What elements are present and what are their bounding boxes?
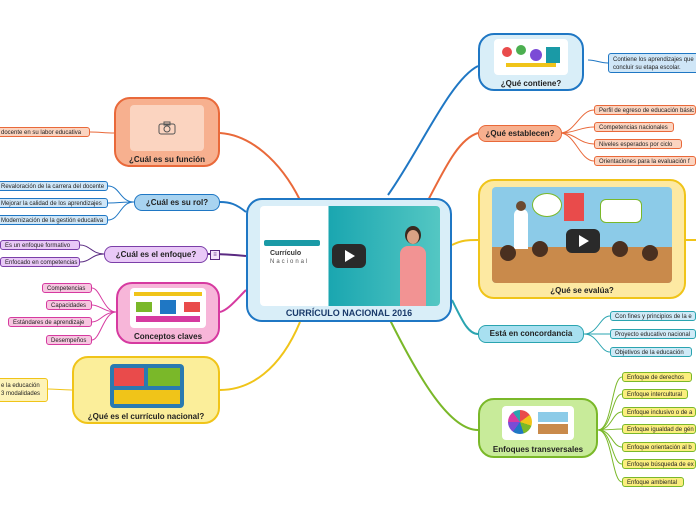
node-evalua[interactable]: ¿Qué se evalúa? — [478, 179, 686, 299]
que-es-image — [110, 364, 184, 408]
enfoque-item[interactable]: Enfoque igualdad de gén — [622, 424, 696, 434]
branch-contiene — [387, 65, 479, 196]
central-node[interactable]: Currículo Nacional CURRÍCULO NACIONAL 20… — [246, 198, 452, 322]
concordancia-item[interactable]: Con fines y principios de la e — [610, 311, 696, 321]
enfoque-item[interactable]: Enfoque intercultural — [622, 389, 688, 399]
branch-que-es — [219, 321, 301, 391]
concepto-item[interactable]: Competencias — [42, 283, 92, 293]
node-concordancia[interactable]: Está en concordancia — [478, 325, 584, 343]
concepto-item[interactable]: Desempeños — [46, 335, 92, 345]
presenter-figure — [396, 226, 430, 306]
evalua-label: ¿Qué se evalúa? — [550, 286, 614, 295]
establecen-item[interactable]: Competencias nacionales — [594, 122, 674, 132]
rol-item[interactable]: Modernización de la gestión educativa — [0, 215, 108, 225]
enfoque-item[interactable]: Es un enfoque formativo — [0, 240, 80, 250]
establecen-item[interactable]: Niveles esperados por ciclo — [594, 139, 682, 149]
contiene-image — [494, 39, 568, 75]
que-es-item[interactable]: e la educación 3 modalidades — [0, 378, 48, 402]
enfoque-item[interactable]: Enfoque ambiental — [622, 477, 684, 487]
video-caption-top: Currículo — [270, 250, 302, 257]
node-enfoque[interactable]: ¿Cuál es el enfoque? — [104, 246, 208, 263]
play-icon[interactable] — [332, 244, 366, 268]
rol-item[interactable]: Revaloración de la carrera del docente — [0, 181, 108, 191]
central-title: CURRÍCULO NACIONAL 2016 — [285, 308, 413, 318]
play-icon[interactable] — [566, 229, 600, 253]
branch-concordancia — [451, 299, 479, 335]
funcion-item[interactable]: docente en su labor educativa — [0, 127, 90, 137]
enfoque-item[interactable]: Enfoque búsqueda de ex — [622, 459, 696, 469]
rol-item[interactable]: Mejorar la calidad de los aprendizajes — [0, 198, 108, 208]
concepto-item[interactable]: Estándares de aprendizaje — [8, 317, 92, 327]
branch-rol — [219, 201, 247, 213]
funcion-image-placeholder — [130, 105, 204, 151]
funcion-label: ¿Cuál es su función — [128, 155, 205, 164]
establecen-item[interactable]: Perfil de egreso de educación básic — [594, 105, 696, 115]
node-conceptos[interactable]: Conceptos claves — [116, 282, 220, 344]
enfoque-item[interactable]: Enfoque inclusivo o de a — [622, 407, 696, 417]
central-video[interactable]: Currículo Nacional — [260, 206, 440, 306]
contiene-detail[interactable]: Contiene los aprendizajes que concluir s… — [608, 53, 696, 73]
enfoque-item[interactable]: Enfoque de derechos — [622, 372, 692, 382]
enfoque-item[interactable]: Enfocado en competencias — [0, 257, 80, 267]
establecen-item[interactable]: Orientaciones para la evaluación f — [594, 156, 696, 166]
branch-evalua — [451, 239, 479, 246]
node-enfoques[interactable]: Enfoques transversales — [478, 398, 598, 458]
evalua-image[interactable] — [492, 187, 672, 283]
contiene-label: ¿Qué contiene? — [500, 79, 562, 88]
branch-conceptos — [219, 289, 247, 313]
branch-funcion — [219, 132, 301, 201]
conceptos-label: Conceptos claves — [133, 332, 203, 341]
node-rol[interactable]: ¿Cuál es su rol? — [134, 194, 220, 211]
concordancia-item[interactable]: Proyecto educativo nacional — [610, 329, 696, 339]
node-contiene[interactable]: ¿Qué contiene? — [478, 33, 584, 91]
enfoque-item[interactable]: Enfoque orientación al b — [622, 442, 696, 452]
video-caption-mid: Nacional — [270, 259, 310, 265]
enfoques-image — [502, 406, 574, 440]
node-funcion[interactable]: ¿Cuál es su función — [114, 97, 220, 167]
que-es-label: ¿Qué es el currículo nacional? — [87, 412, 205, 421]
note-icon[interactable]: ≡ — [210, 250, 220, 260]
node-que-es[interactable]: ¿Qué es el currículo nacional? — [72, 356, 220, 424]
concepto-item[interactable]: Capacidades — [46, 300, 92, 310]
branch-enfoques — [389, 319, 479, 431]
conceptos-image — [130, 288, 206, 328]
node-establecen[interactable]: ¿Qué establecen? — [478, 125, 562, 142]
enfoques-label: Enfoques transversales — [492, 445, 584, 454]
camera-icon — [158, 121, 176, 135]
concordancia-item[interactable]: Objetivos de la educación — [610, 347, 692, 357]
